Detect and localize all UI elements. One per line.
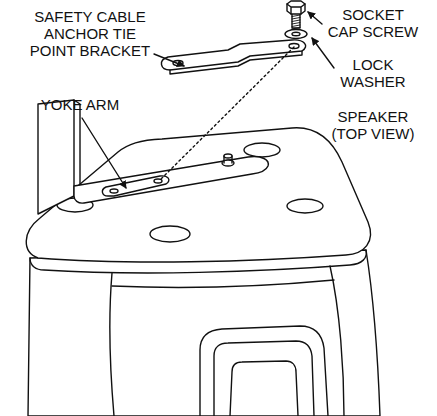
front-lip — [30, 250, 366, 273]
yoke-arm — [38, 100, 74, 214]
yoke-arm — [74, 157, 268, 204]
screw-head — [287, 1, 305, 14]
part-label: SAFETY CABLE ANCHOR TIE POINT BRACKET — [25, 8, 155, 59]
front-face-edge — [112, 280, 334, 288]
screw-head — [287, 4, 305, 14]
part-label: SOCKET CAP SCREW — [326, 6, 420, 40]
front-recess — [214, 341, 314, 416]
leader-line — [312, 38, 334, 68]
front-face-edge — [110, 273, 114, 416]
bracket-hole — [110, 189, 118, 193]
installed-bracket — [102, 176, 169, 196]
part-label: YOKE ARM — [30, 96, 130, 113]
screw-thread — [292, 15, 300, 29]
screw-thread — [292, 23, 300, 25]
speaker-body — [28, 250, 380, 416]
assembly-line — [160, 47, 294, 180]
screw-thread — [292, 28, 300, 30]
yoke-arm — [74, 100, 80, 192]
front-face-edge — [330, 266, 344, 416]
anchor-bracket — [170, 51, 302, 74]
leader-line — [154, 54, 184, 66]
top-insert — [150, 226, 190, 242]
front-recess — [200, 326, 328, 416]
part-label: LOCK WASHER — [326, 56, 420, 90]
leader-line — [82, 118, 126, 188]
top-insert — [287, 199, 323, 213]
bracket-hole — [154, 179, 162, 183]
screw-thread — [292, 20, 300, 22]
screw-thread — [292, 18, 300, 20]
screw-thread — [292, 15, 300, 17]
screw-thread — [292, 25, 300, 27]
front-recess — [230, 361, 298, 416]
leader-line — [308, 12, 322, 24]
lock-washer — [285, 30, 307, 39]
speaker-top — [26, 128, 370, 262]
part-label: SPEAKER (TOP VIEW) — [326, 108, 420, 142]
top-insert — [244, 143, 280, 157]
lock-washer — [292, 32, 300, 36]
stud — [224, 154, 232, 158]
